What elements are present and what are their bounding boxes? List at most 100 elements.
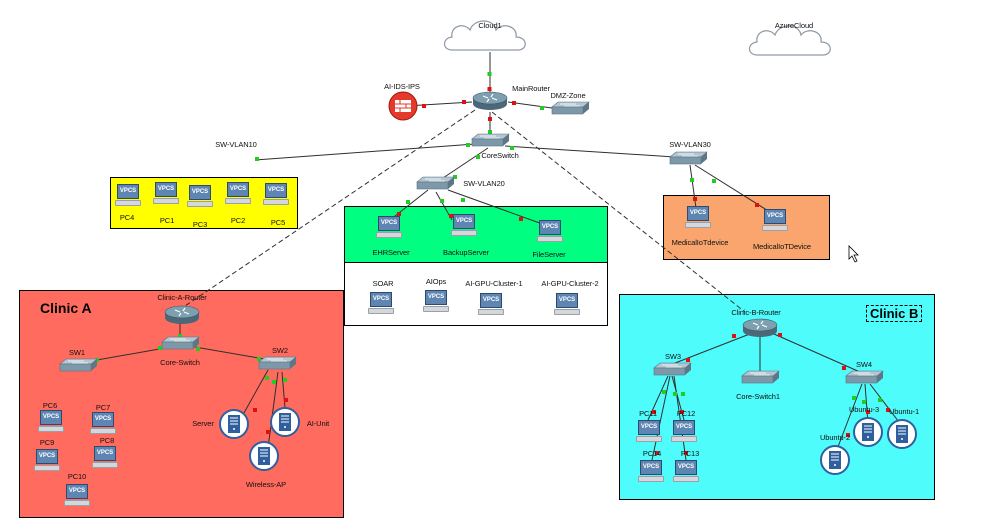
ca-core-label: Core-Switch — [160, 358, 200, 367]
link-sw2-server — [239, 369, 269, 421]
pc2-icon[interactable]: VPCS — [225, 182, 251, 206]
pc3-icon[interactable]: VPCS — [187, 185, 213, 209]
link-vlan20-ehr — [389, 189, 429, 221]
pc3-label: PC3 — [192, 220, 208, 229]
sw-vlan30-icon[interactable] — [669, 151, 708, 165]
sw3-icon[interactable] — [653, 362, 692, 376]
cloud1-label: Cloud1 — [478, 21, 502, 30]
azurecloud-icon[interactable] — [748, 25, 831, 56]
pc5-label: PC5 — [270, 218, 286, 227]
medical-iot-2-icon[interactable]: VPCS — [762, 209, 788, 233]
med1-label: MedicalIoTdevice — [671, 238, 729, 247]
link-sw2-aiunit — [281, 371, 286, 409]
pc13-label: PC13 — [680, 449, 700, 458]
core-switch1-label: Core-Switch1 — [736, 392, 780, 401]
link-vlan30-med1 — [689, 164, 697, 209]
ubuntu2-icon[interactable] — [820, 445, 850, 475]
pc11-icon[interactable]: VPCS — [636, 420, 662, 444]
firewall-icon[interactable] — [388, 91, 418, 121]
clinic-a-title: Clinic A — [40, 300, 92, 316]
mouse-cursor-icon — [848, 245, 859, 263]
wireless-ap-icon[interactable] — [249, 441, 279, 471]
soar-icon[interactable]: VPCS — [368, 292, 394, 316]
wap-label: Wireless-AP — [245, 480, 287, 489]
ca-router-label: Clinic-A-Router — [157, 293, 207, 302]
pc8-icon[interactable]: VPCS — [92, 446, 118, 470]
pc7-icon[interactable]: VPCS — [90, 412, 116, 436]
main-router-label: MainRouter — [512, 84, 550, 93]
pc7-label: PC7 — [95, 403, 111, 412]
link-core-vlan20 — [439, 147, 489, 181]
soar-label: SOAR — [372, 279, 394, 288]
link-core-vlan30 — [504, 145, 691, 159]
link-vlan20-file — [447, 189, 549, 227]
gpu1-label: AI-GPU-Cluster-1 — [465, 279, 523, 288]
link-cb-router-sw3 — [669, 329, 761, 366]
pc1-icon[interactable]: VPCS — [153, 182, 179, 206]
backup-server-icon[interactable]: VPCS — [451, 214, 477, 238]
clinic-b-title: Clinic B — [866, 305, 923, 322]
sw2-icon[interactable] — [258, 356, 297, 370]
pc4-icon[interactable]: VPCS — [115, 184, 141, 208]
pc9-icon[interactable]: VPCS — [34, 449, 60, 473]
link-sw3-pc13 — [673, 375, 687, 461]
ubuntu1-icon[interactable] — [887, 419, 917, 449]
ai-unit-icon[interactable] — [270, 407, 300, 437]
pc13-icon[interactable]: VPCS — [673, 460, 699, 484]
gpu-cluster-2-icon[interactable]: VPCS — [554, 293, 580, 317]
server-label: Server — [192, 419, 214, 428]
cb-router-label: Clinic-B-Router — [731, 308, 781, 317]
gpu2-label: AI-GPU-Cluster-2 — [541, 279, 599, 288]
pc6-icon[interactable]: VPCS — [38, 410, 64, 434]
port-indicators — [95, 72, 890, 455]
ubuntu3-icon[interactable] — [853, 417, 883, 447]
links — [79, 52, 903, 461]
link-mainrouter-clinic-b — [491, 111, 746, 313]
ehr-label: EHRServer — [372, 248, 410, 257]
aiops-label: AIOps — [425, 277, 447, 286]
sw1-icon[interactable] — [59, 358, 98, 372]
medical-iot-1-icon[interactable]: VPCS — [685, 206, 711, 230]
aiops-icon[interactable]: VPCS — [423, 290, 449, 314]
clinic-a-core-switch-icon[interactable] — [161, 336, 200, 350]
ubuntu2-label: Ubuntu-2 — [819, 433, 851, 442]
pc12-label: PC12 — [676, 409, 696, 418]
main-router-icon[interactable] — [472, 91, 508, 111]
pc2-label: PC2 — [230, 216, 246, 225]
sw-vlan20-icon[interactable] — [416, 176, 455, 190]
pc10-icon[interactable]: VPCS — [64, 484, 90, 508]
ubuntu3-label: Ubuntu-3 — [848, 405, 880, 414]
core-switch-icon[interactable] — [471, 133, 510, 147]
core-switch1-icon[interactable] — [741, 370, 780, 384]
pc14-label: PC14 — [642, 449, 662, 458]
link-sw2-wap — [267, 371, 279, 449]
link-sw4-ubuntu2 — [835, 383, 863, 453]
sw4-icon[interactable] — [845, 370, 884, 384]
dmz-switch-icon[interactable] — [551, 101, 590, 115]
sw-vlan20-label: SW-VLAN20 — [463, 179, 505, 188]
link-sw3-pc11 — [647, 375, 669, 421]
clinic-a-zone — [19, 290, 344, 518]
sw1-label: SW1 — [69, 348, 85, 357]
med2-label: MedicalIoTDevice — [752, 242, 812, 251]
pc10-label: PC10 — [67, 472, 87, 481]
gpu-cluster-1-icon[interactable]: VPCS — [478, 293, 504, 317]
clinic-a-router-icon[interactable] — [164, 305, 200, 325]
backup-label: BackupServer — [443, 248, 489, 257]
pc12-icon[interactable]: VPCS — [671, 420, 697, 444]
core-switch-label: CoreSwitch — [481, 151, 519, 160]
pc5-icon[interactable]: VPCS — [263, 183, 289, 207]
file-label: FileServer — [532, 250, 566, 259]
server-icon[interactable] — [219, 409, 249, 439]
sw4-label: SW4 — [856, 360, 872, 369]
file-server-icon[interactable]: VPCS — [537, 220, 563, 244]
ehr-server-icon[interactable]: VPCS — [376, 216, 402, 240]
clinic-b-router-icon[interactable] — [742, 318, 778, 338]
ids-label: AI-IDS-IPS — [384, 82, 420, 91]
pc9-label: PC9 — [39, 438, 55, 447]
pc14-icon[interactable]: VPCS — [638, 460, 664, 484]
azurecloud-label: AzureCloud — [774, 21, 814, 30]
sw2-label: SW2 — [272, 346, 288, 355]
pc1-label: PC1 — [159, 216, 175, 225]
